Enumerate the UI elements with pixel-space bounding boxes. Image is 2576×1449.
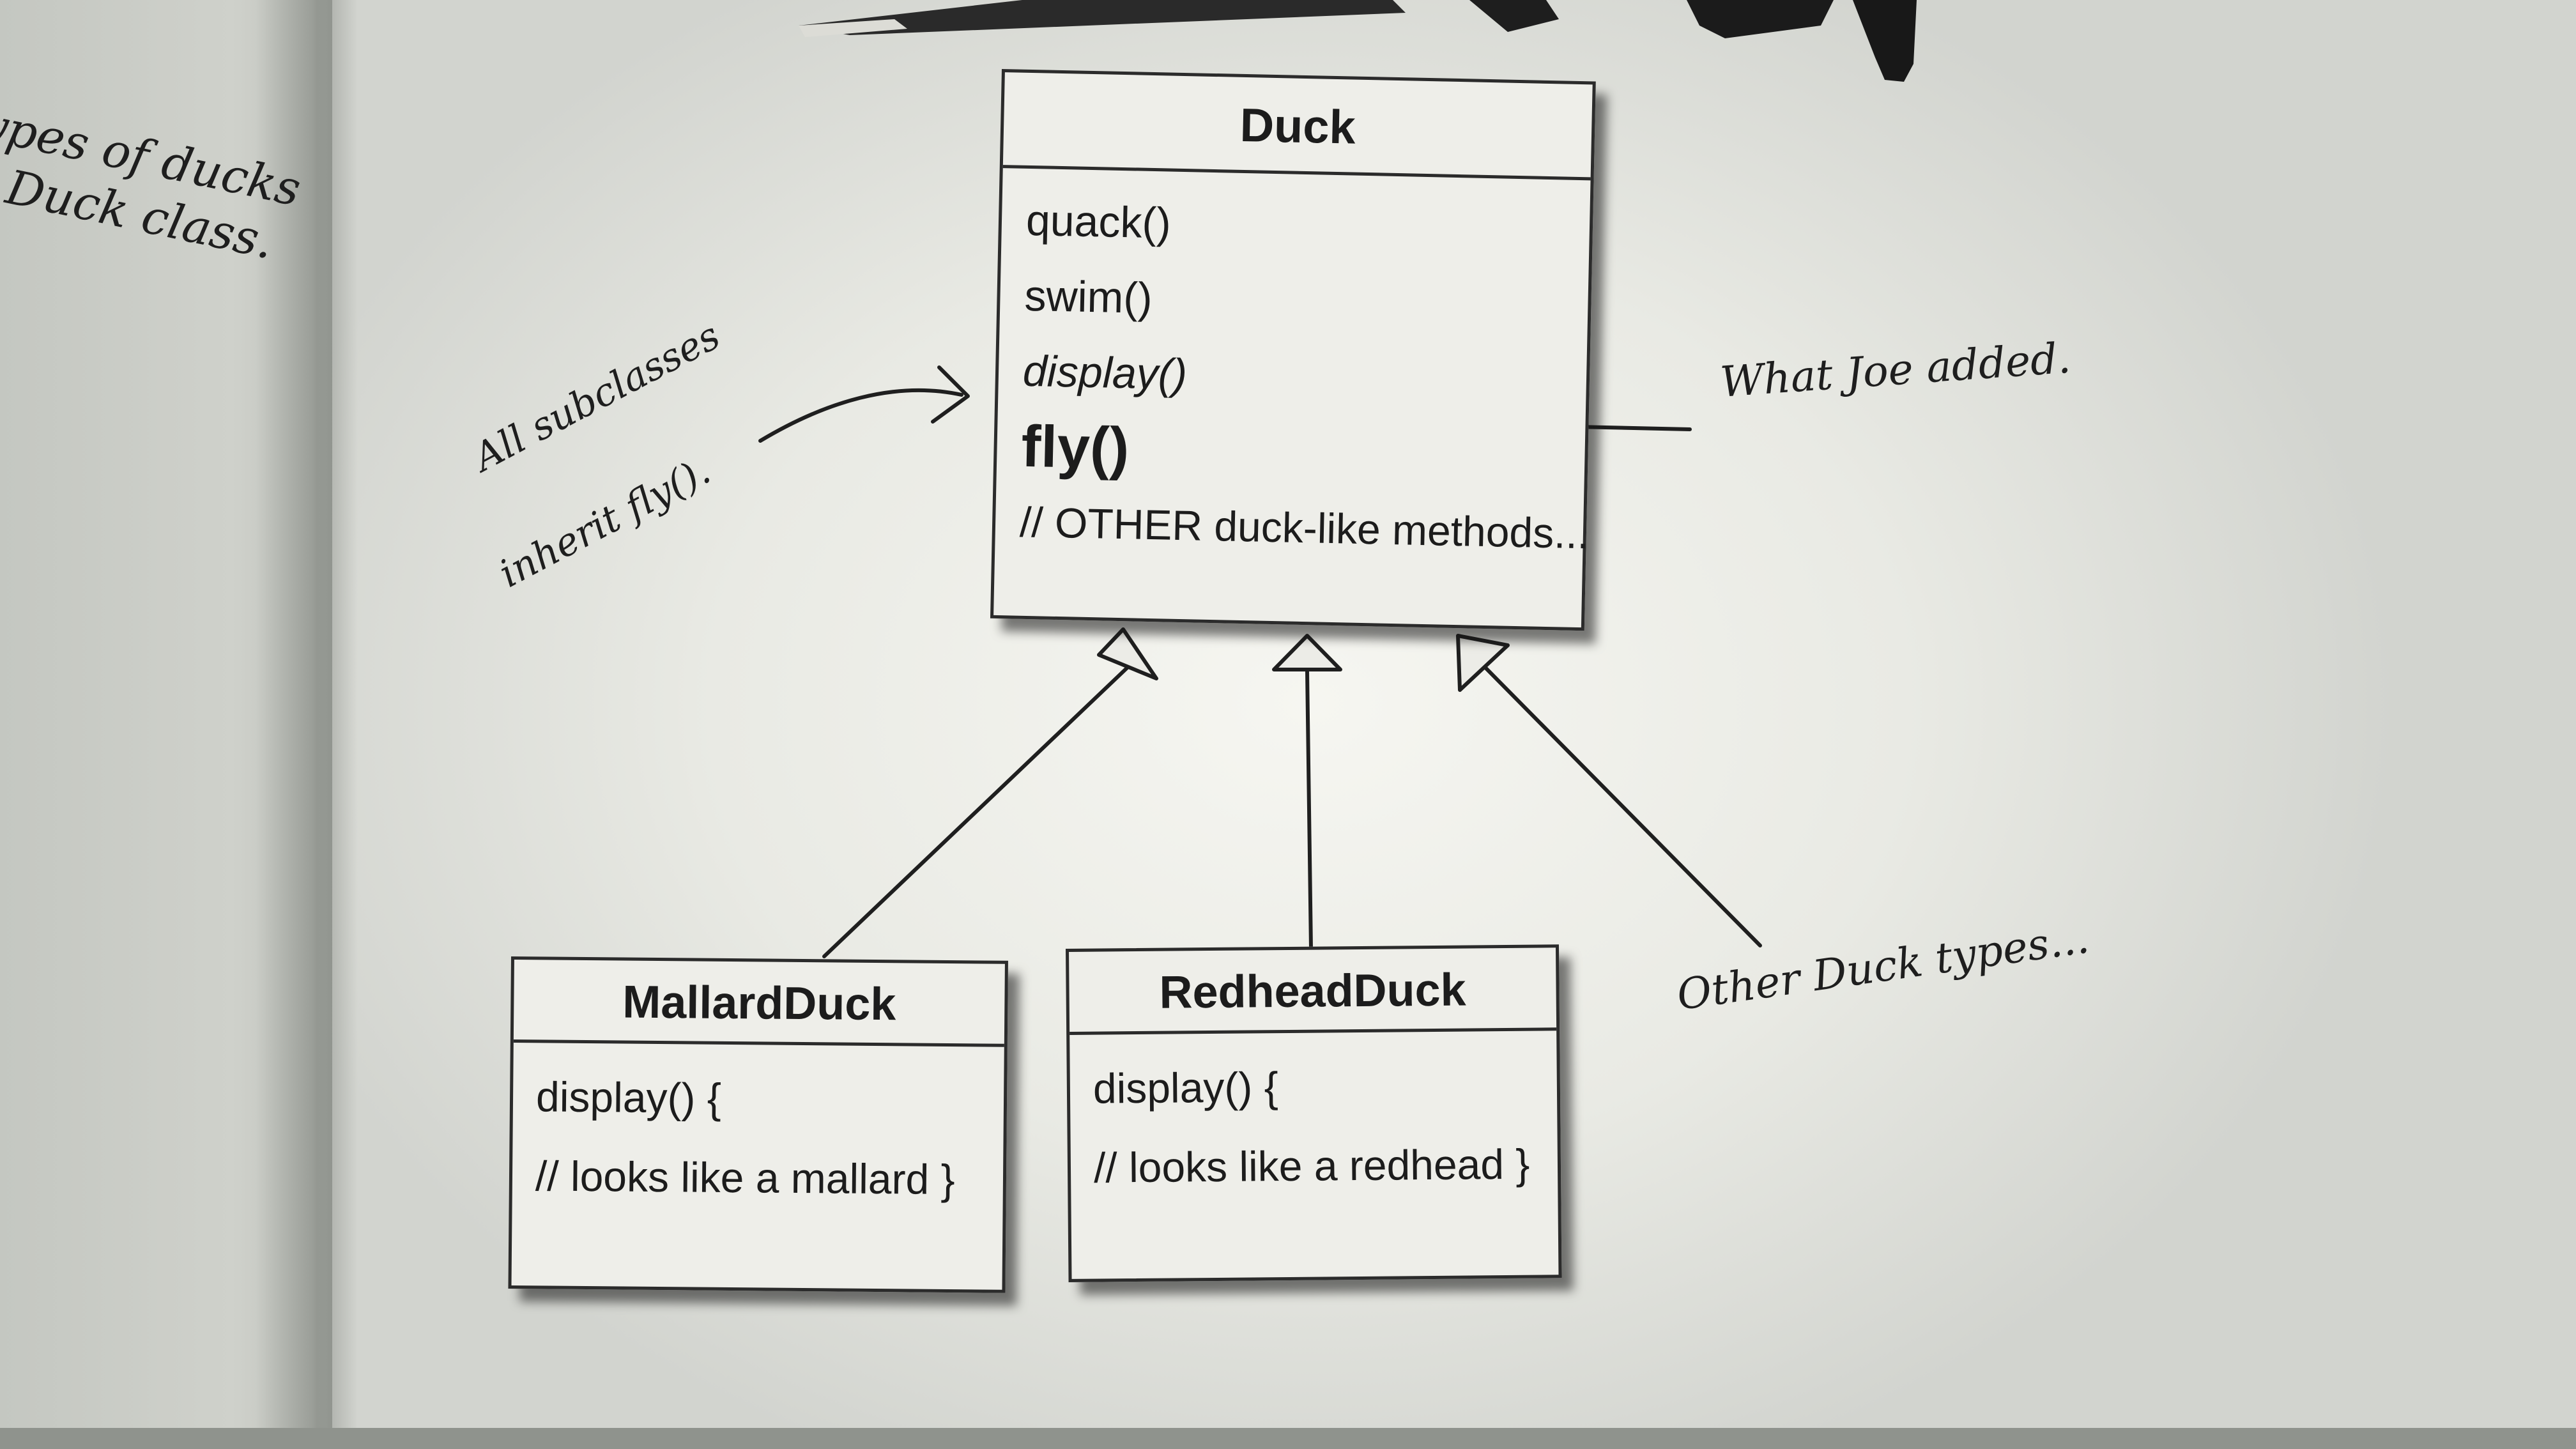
class-duck: Duck quack() swim() display() fly() // O… [990,69,1596,631]
inheritance-triangle-redhead [1272,634,1342,671]
method-swim: swim() [1023,271,1153,323]
inherit-arrowhead [931,365,970,424]
method-quack: quack() [1025,195,1172,248]
class-redhead-duck: RedheadDuck display() { // looks like a … [1066,944,1562,1282]
mallard-display-line-1: display() { [535,1073,722,1122]
redhead-display-line-2: // looks like a redhead } [1093,1140,1530,1192]
inherit-arrow [758,388,963,443]
class-mallard-duck-methods: display() { // looks like a mallard } [512,1043,1004,1220]
class-mallard-duck-name: MallardDuck [513,960,1005,1047]
method-other: // OTHER duck-like methods... [1019,498,1590,558]
class-duck-name: Duck [1002,72,1593,181]
method-fly: fly() [1020,413,1130,482]
method-display: display() [1022,346,1188,399]
inheritance-triangle-other [1456,634,1510,692]
class-mallard-duck: MallardDuck display() { // looks like a … [508,956,1008,1293]
cropped-illustration [799,0,1917,82]
page-gutter-shadow [256,0,358,1449]
inheritance-line-mallard [822,659,1136,958]
inheritance-triangle-mallard [1097,627,1158,680]
redhead-display-line-1: display() { [1092,1063,1279,1112]
class-duck-methods: quack() swim() display() fly() // OTHER … [995,168,1591,571]
inheritance-line-other [1480,663,1762,947]
class-redhead-duck-name: RedheadDuck [1069,947,1557,1035]
class-redhead-duck-methods: display() { // looks like a redhead } [1070,1031,1558,1208]
page-bottom-edge [0,1428,2576,1449]
inheritance-line-redhead [1305,669,1313,951]
mallard-display-line-2: // looks like a mallard } [535,1152,955,1204]
